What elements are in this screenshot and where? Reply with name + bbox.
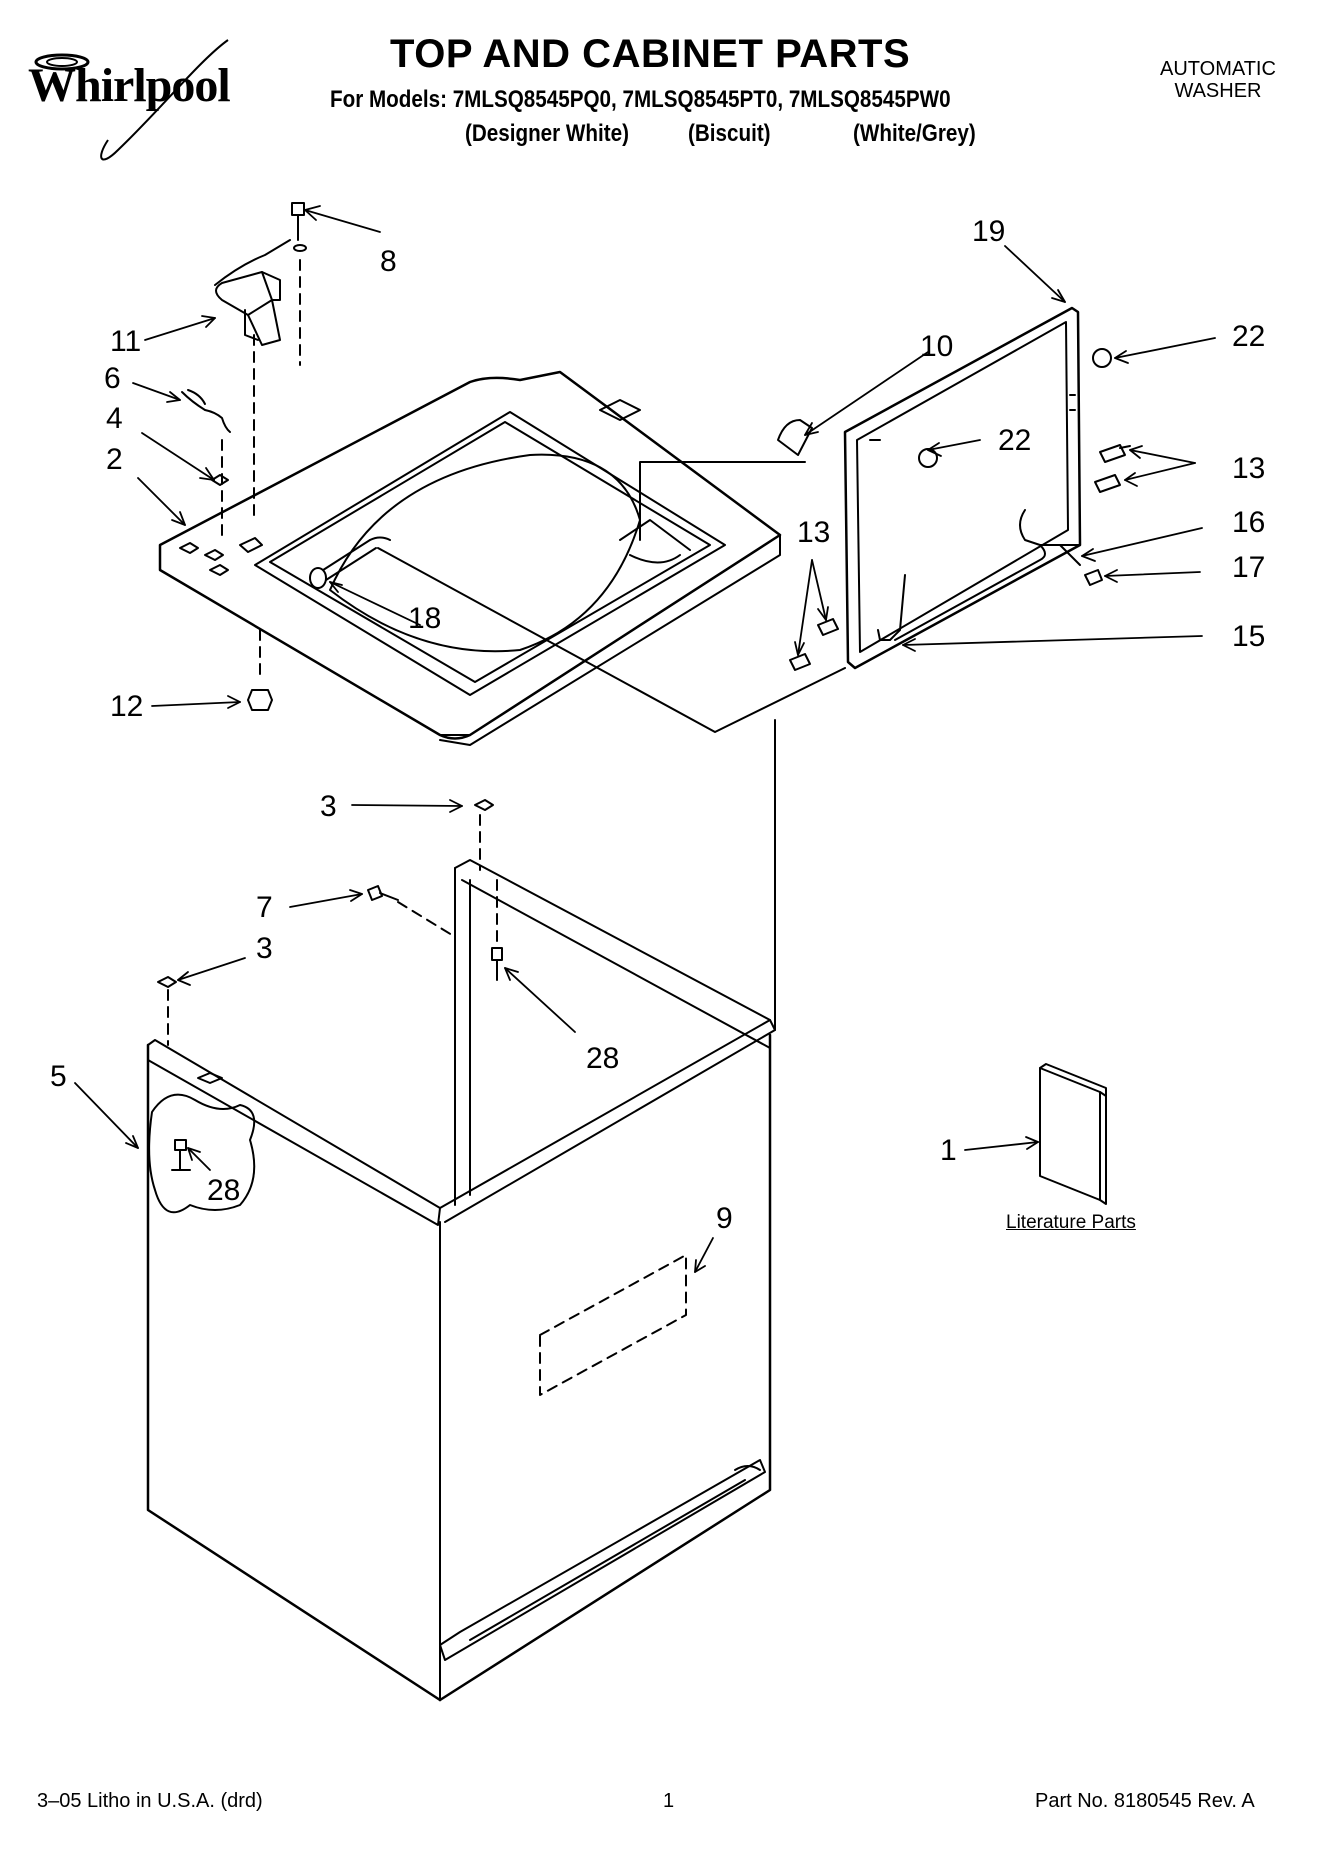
bumper-22-upper	[1092, 348, 1112, 368]
lid	[843, 306, 1082, 670]
callout-13-right: 13	[1232, 452, 1266, 485]
callout-3-upper: 3	[320, 790, 337, 823]
variant-white-grey: (White/Grey)	[853, 120, 976, 147]
wire-clip	[181, 389, 231, 433]
cabinet	[146, 859, 776, 1702]
callout-18: 18	[408, 602, 442, 635]
callout-13-left: 13	[797, 516, 831, 549]
callout-6: 6	[104, 362, 121, 395]
screws-13-left	[789, 618, 839, 671]
brand-wordmark: Whirlpool	[28, 59, 231, 112]
logo-swirl-graphic	[34, 39, 229, 161]
callout-28-upper: 28	[586, 1042, 620, 1075]
callout-17: 17	[1232, 551, 1266, 584]
footer-page-number: 1	[663, 1790, 675, 1812]
product-type: AUTOMATIC WASHER	[1160, 58, 1276, 102]
callout-4: 4	[106, 402, 123, 435]
footer-part-number: Part No. 8180545 Rev. A	[1035, 1790, 1255, 1812]
callout-22-lower: 22	[998, 424, 1032, 457]
screw-7	[367, 885, 399, 901]
screw-17	[1084, 569, 1103, 586]
callout-28-lower: 28	[207, 1174, 241, 1207]
label-area-9	[539, 1254, 687, 1396]
callout-3-lower: 3	[256, 932, 273, 965]
callout-10: 10	[920, 330, 954, 363]
lid-switch	[214, 239, 291, 346]
callout-9: 9	[716, 1202, 733, 1235]
callout-1: 1	[940, 1134, 957, 1167]
model-list: For Models: 7MLSQ8545PQ0, 7MLSQ8545PT0, …	[330, 86, 951, 113]
nut-12	[247, 689, 273, 711]
callout-2: 2	[106, 443, 123, 476]
callout-7: 7	[256, 891, 273, 924]
footer-print-info: 3–05 Litho in U.S.A. (drd)	[37, 1790, 263, 1812]
screw-8	[291, 202, 307, 252]
callout-22-upper: 22	[1232, 320, 1266, 353]
cutaway-detail	[148, 1093, 256, 1214]
callout-19: 19	[972, 215, 1006, 248]
page-title: TOP AND CABINET PARTS	[390, 32, 911, 76]
callout-8: 8	[380, 245, 397, 278]
callout-12: 12	[110, 690, 144, 723]
product-type-line2: WASHER	[1174, 80, 1262, 102]
hinge-rod	[877, 509, 1081, 641]
callout-arrows	[74, 205, 1216, 1273]
callout-16: 16	[1232, 506, 1266, 539]
literature-parts-label: Literature Parts	[1006, 1212, 1136, 1233]
bumper-22-lower	[918, 448, 938, 468]
clip-3-upper	[474, 799, 494, 811]
lid-stop	[777, 419, 813, 456]
leader-lid-to-panel	[639, 461, 806, 541]
variant-designer-white: (Designer White)	[465, 120, 629, 147]
variant-biscuit: (Biscuit)	[688, 120, 771, 147]
callout-5: 5	[50, 1060, 67, 1093]
clip-4	[211, 474, 229, 486]
screws-13-right	[1094, 444, 1131, 493]
top-alignment-lines	[221, 259, 301, 681]
clip-3-lower	[157, 976, 177, 988]
screw-28-upper	[491, 947, 503, 981]
leader-tube-to-lid	[377, 547, 846, 733]
callout-11: 11	[110, 325, 142, 358]
cabinet-alignment-lines	[167, 814, 498, 1046]
fill-tube	[309, 536, 391, 589]
literature-manual	[1039, 1063, 1107, 1205]
callout-15: 15	[1232, 620, 1266, 653]
product-type-line1: AUTOMATIC	[1160, 58, 1276, 80]
